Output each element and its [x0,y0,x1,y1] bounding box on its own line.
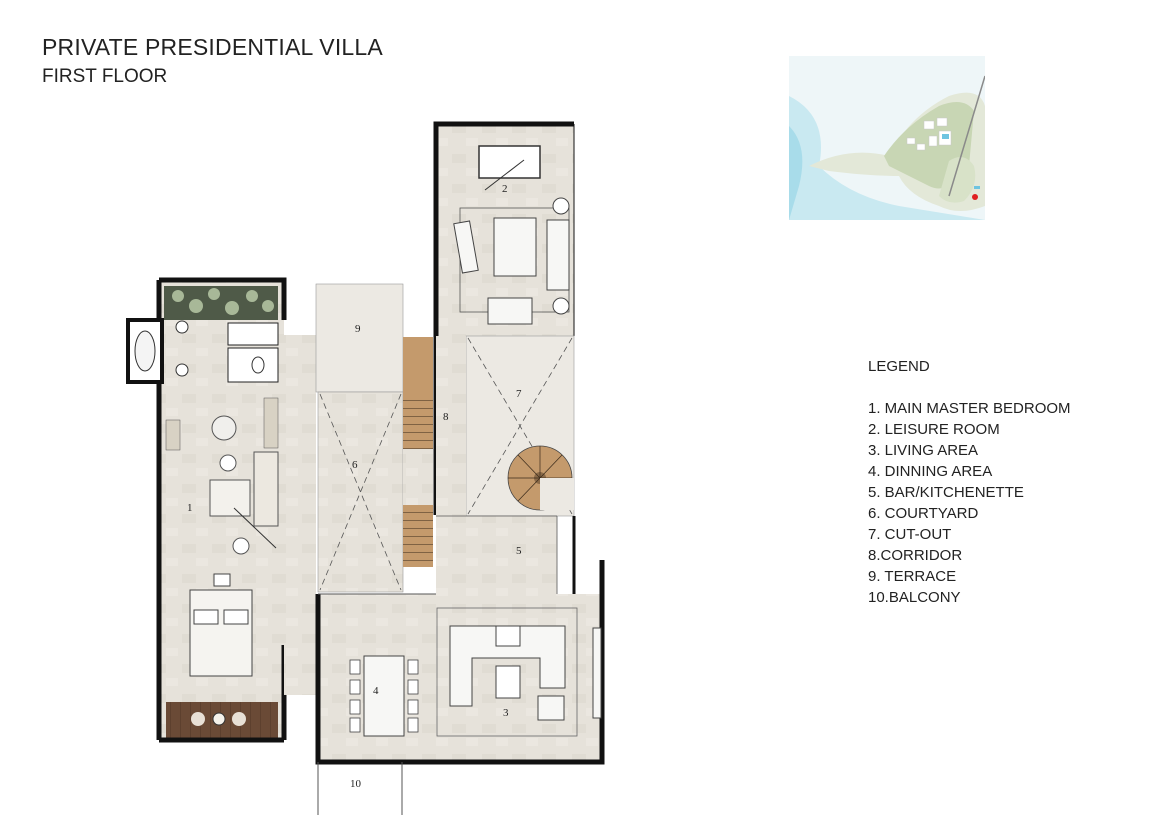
legend-item: 9. TERRACE [868,568,957,585]
legend-item: 7. CUT-OUT [868,526,952,543]
page-title: PRIVATE PRESIDENTIAL VILLA [42,34,383,60]
legend-item: 3. LIVING AREA [868,442,979,459]
legend-item: 1. MAIN MASTER BEDROOM [868,400,1071,417]
room-number-9: 9 [355,323,361,335]
location-marker-icon [972,194,978,200]
legend-item: 5. BAR/KITCHENETTE [868,484,1024,501]
page-subtitle: FIRST FLOOR [42,66,168,87]
legend-item: 10.BALCONY [868,589,961,606]
room-number-8: 8 [443,411,449,423]
room-number-7: 7 [516,388,522,400]
room-living-dining [315,560,605,765]
room-cut-out [465,335,575,517]
room-number-4: 4 [373,685,379,697]
room-terrace [315,283,404,393]
legend-item: 6. COURTYARD [868,505,979,522]
legend: LEGEND 1. MAIN MASTER BEDROOM 2. LEISURE… [868,356,1071,608]
site-location-map [789,56,985,220]
room-number-10: 10 [350,778,362,790]
room-number-2: 2 [502,183,508,195]
room-leisure [433,121,575,515]
room-courtyard [317,391,404,593]
legend-list: 1. MAIN MASTER BEDROOM 2. LEISURE ROOM 3… [868,398,1071,608]
legend-item: 4. DINNING AREA [868,463,993,480]
legend-item: 2. LEISURE ROOM [868,421,1000,438]
room-number-6: 6 [352,459,358,471]
room-number-5: 5 [516,545,522,557]
floor-plan: 1 2 3 4 5 6 7 8 9 10 [126,121,605,815]
room-balcony [317,762,403,815]
room-number-1: 1 [187,502,193,514]
room-master-bedroom [126,277,287,743]
room-corridor [436,336,466,516]
room-number-3: 3 [503,707,509,719]
legend-title: LEGEND [868,358,930,375]
room-bar-kitchenette [436,515,576,594]
legend-item: 8.CORRIDOR [868,547,963,564]
